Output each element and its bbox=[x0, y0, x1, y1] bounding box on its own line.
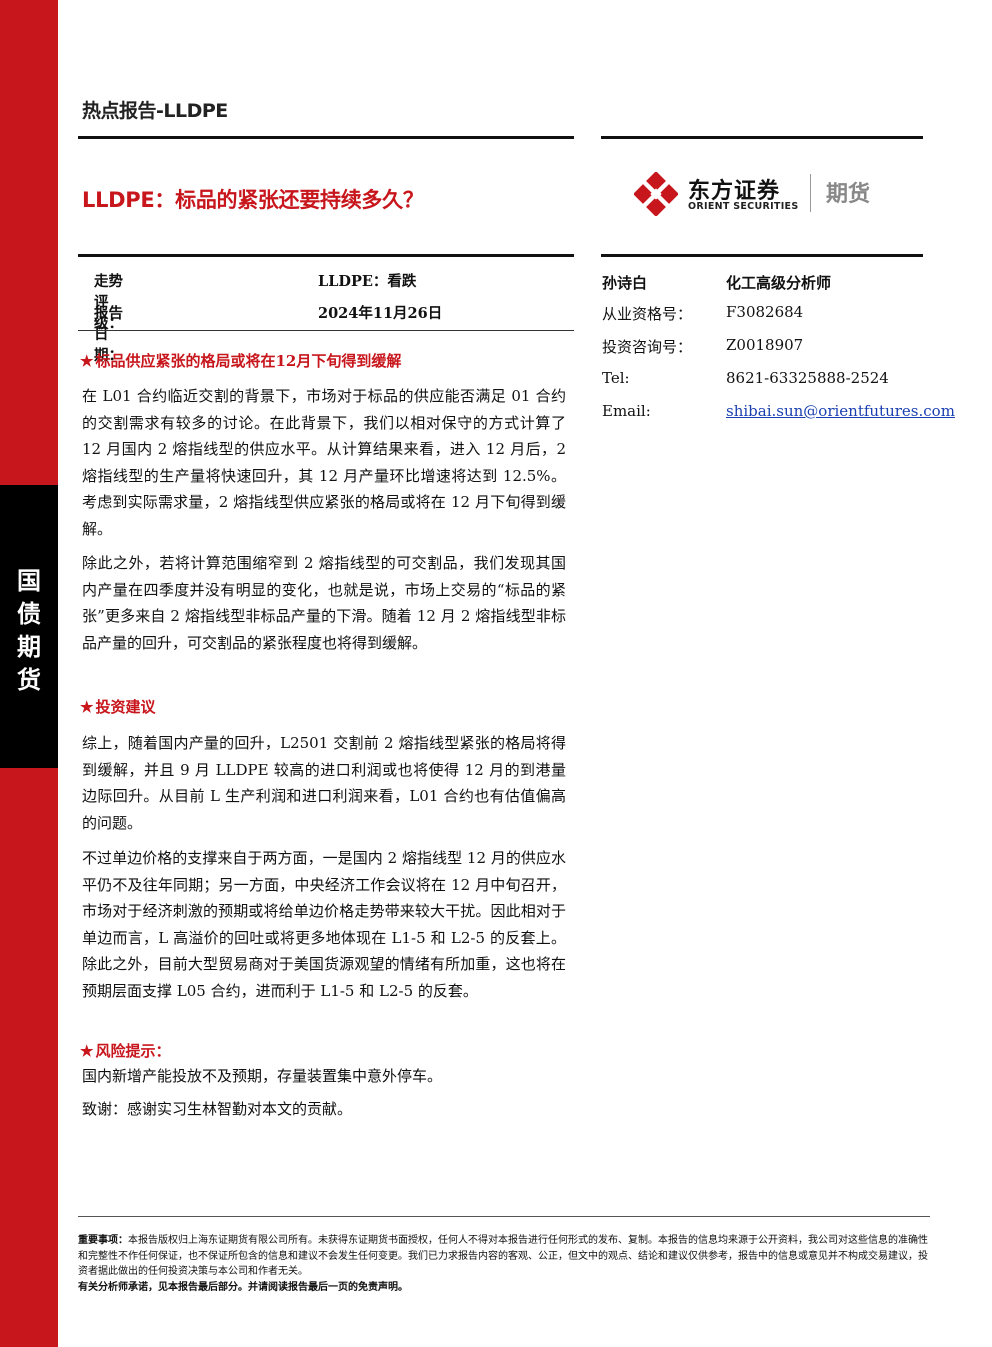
rating-label: 走势评级： bbox=[94, 273, 123, 332]
report-title: LLDPE：标品的紧张还要持续多久？ bbox=[82, 188, 424, 212]
logo-name-cn: 东方证券 bbox=[688, 179, 781, 204]
date-value: 2024年11月26日 bbox=[318, 305, 443, 322]
logo-name-en: ORIENT SECURITIES bbox=[688, 201, 799, 212]
tel-label: Tel: bbox=[602, 369, 630, 387]
sidebar-char: 国 bbox=[17, 567, 41, 595]
email-link[interactable]: shibai.sun@orientfutures.com bbox=[726, 402, 955, 420]
consult-label: 投资咨询号： bbox=[602, 338, 693, 356]
analyst-note: 有关分析师承诺，见本报告最后部分。并请阅读报告最后一页的免责声明。 bbox=[78, 1281, 408, 1293]
title-rule-right bbox=[601, 254, 923, 257]
paragraph: 国内新增产能投放不及预期，存量装置集中意外停车。 bbox=[82, 1067, 443, 1085]
section-head-risk: ★风险提示： bbox=[80, 1040, 170, 1061]
title-rule-left bbox=[78, 254, 574, 257]
section-head-text: 投资建议 bbox=[95, 698, 156, 716]
footer-rule bbox=[78, 1216, 930, 1217]
paragraph: 不过单边价格的支撑来自于两方面，一是国内 2 熔指线型 12 月的供应水平仍不及… bbox=[82, 849, 566, 1000]
report-type-label: 热点报告-LLDPE bbox=[82, 100, 228, 122]
email-label: Email: bbox=[602, 402, 651, 420]
analyst-title: 化工高级分析师 bbox=[726, 274, 832, 292]
paragraph: 在 L01 合约临近交割的背景下，市场对于标品的供应能否满足 01 合约的交割需… bbox=[82, 387, 566, 538]
star-icon: ★ bbox=[80, 352, 94, 370]
section-head-text: 标品供应紧张的格局或将在12月下旬得到缓解 bbox=[95, 352, 402, 370]
tel-value: 8621-63325888-2524 bbox=[726, 369, 889, 387]
orient-logo-icon bbox=[634, 172, 678, 216]
disclaimer: 重要事项：本报告版权归上海东证期货有限公司所有。未获得东证期货书面授权，任何人不… bbox=[78, 1233, 930, 1295]
company-logo: 东方证券 ORIENT SECURITIES 期货 bbox=[634, 170, 894, 218]
section-head-text: 风险提示： bbox=[95, 1042, 171, 1060]
logo-separator bbox=[810, 174, 811, 212]
consult-value: Z0018907 bbox=[726, 336, 804, 354]
paragraph: 除此之外，若将计算范围缩窄到 2 熔指线型的可交割品，我们发现其国内产量在四季度… bbox=[82, 554, 566, 652]
meta-rule bbox=[78, 330, 574, 331]
important-label: 重要事项： bbox=[78, 1235, 128, 1246]
paragraph: 综上，随着国内产量的回升，L2501 交割前 2 熔指线型紧张的格局将得到缓解，… bbox=[82, 734, 566, 832]
sidebar-char: 货 bbox=[17, 666, 41, 694]
left-black-band bbox=[0, 485, 58, 768]
acknowledgement: 致谢：感谢实习生林智勤对本文的贡献。 bbox=[82, 1100, 353, 1118]
header-rule-right bbox=[601, 136, 923, 139]
star-icon: ★ bbox=[80, 1042, 94, 1060]
logo-division: 期货 bbox=[826, 182, 871, 207]
sidebar-vertical-label: 国 债 期 货 bbox=[0, 565, 58, 697]
section-head-advice: ★投资建议 bbox=[80, 696, 155, 717]
analyst-name: 孙诗白 bbox=[602, 274, 648, 292]
sidebar-char: 期 bbox=[17, 633, 41, 661]
important-text: 本报告版权归上海东证期货有限公司所有。未获得东证期货书面授权，任何人不得对本报告… bbox=[78, 1235, 928, 1277]
section-head-supply: ★标品供应紧张的格局或将在12月下旬得到缓解 bbox=[80, 350, 401, 371]
qualification-label: 从业资格号： bbox=[602, 305, 693, 323]
qualification-value: F3082684 bbox=[726, 303, 804, 321]
star-icon: ★ bbox=[80, 698, 94, 716]
rating-value: LLDPE：看跌 bbox=[318, 273, 417, 290]
sidebar-char: 债 bbox=[17, 600, 41, 628]
header-rule-left bbox=[78, 136, 574, 139]
